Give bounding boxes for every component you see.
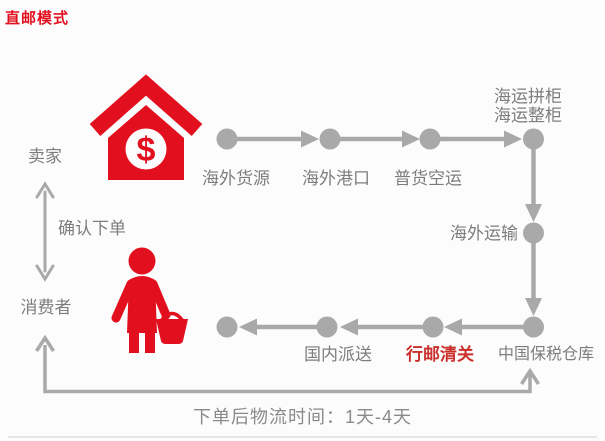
node-delivered [216, 316, 238, 338]
flow-arrowheads [239, 130, 542, 336]
node-overseas-supply [216, 128, 238, 150]
node-air-freight [419, 128, 441, 150]
node-overseas-port [319, 128, 341, 150]
label-consumer: 消费者 [20, 298, 72, 317]
node-overseas-transport [523, 222, 544, 244]
basket-handle [159, 311, 185, 323]
label-mail-customs-clearance: 行邮清关 [406, 345, 474, 364]
node-domestic-delivery [316, 316, 338, 338]
node-sea-freight-corner [523, 128, 544, 150]
node-mail-customs [422, 316, 444, 338]
flow-lines [237, 136, 536, 330]
label-seller: 卖家 [28, 147, 62, 166]
label-overseas-supply: 海外货源 [202, 169, 270, 188]
label-overseas-transport: 海外运输 [450, 224, 518, 243]
consumer-person-icon [111, 247, 188, 353]
label-air-freight: 普货空运 [394, 169, 462, 188]
image-bottom-border [8, 436, 597, 438]
label-domestic-delivery: 国内派送 [304, 345, 372, 364]
page-title: 直邮模式 [5, 10, 70, 27]
delivery-time-note: 下单后物流时间：1天-4天 [192, 407, 412, 427]
label-sea-lcl: 海运拼柜 [494, 87, 562, 106]
label-china-bonded-warehouse: 中国保税仓库 [497, 346, 594, 363]
label-sea-freight: 海运拼柜 海运整柜 [475, 87, 581, 125]
flow-node-dots [216, 128, 544, 338]
dollar-icon: $ [137, 131, 156, 169]
node-bonded-warehouse [523, 316, 544, 338]
basket-icon [156, 319, 188, 344]
label-confirm-order: 确认下单 [58, 219, 126, 238]
label-sea-fcl: 海运整柜 [494, 106, 562, 126]
confirm-order-double-arrow [35, 181, 55, 282]
delivery-time-span-line [35, 334, 540, 394]
house-dollar-icon: $ [89, 74, 203, 180]
label-overseas-port: 海外港口 [302, 169, 370, 188]
